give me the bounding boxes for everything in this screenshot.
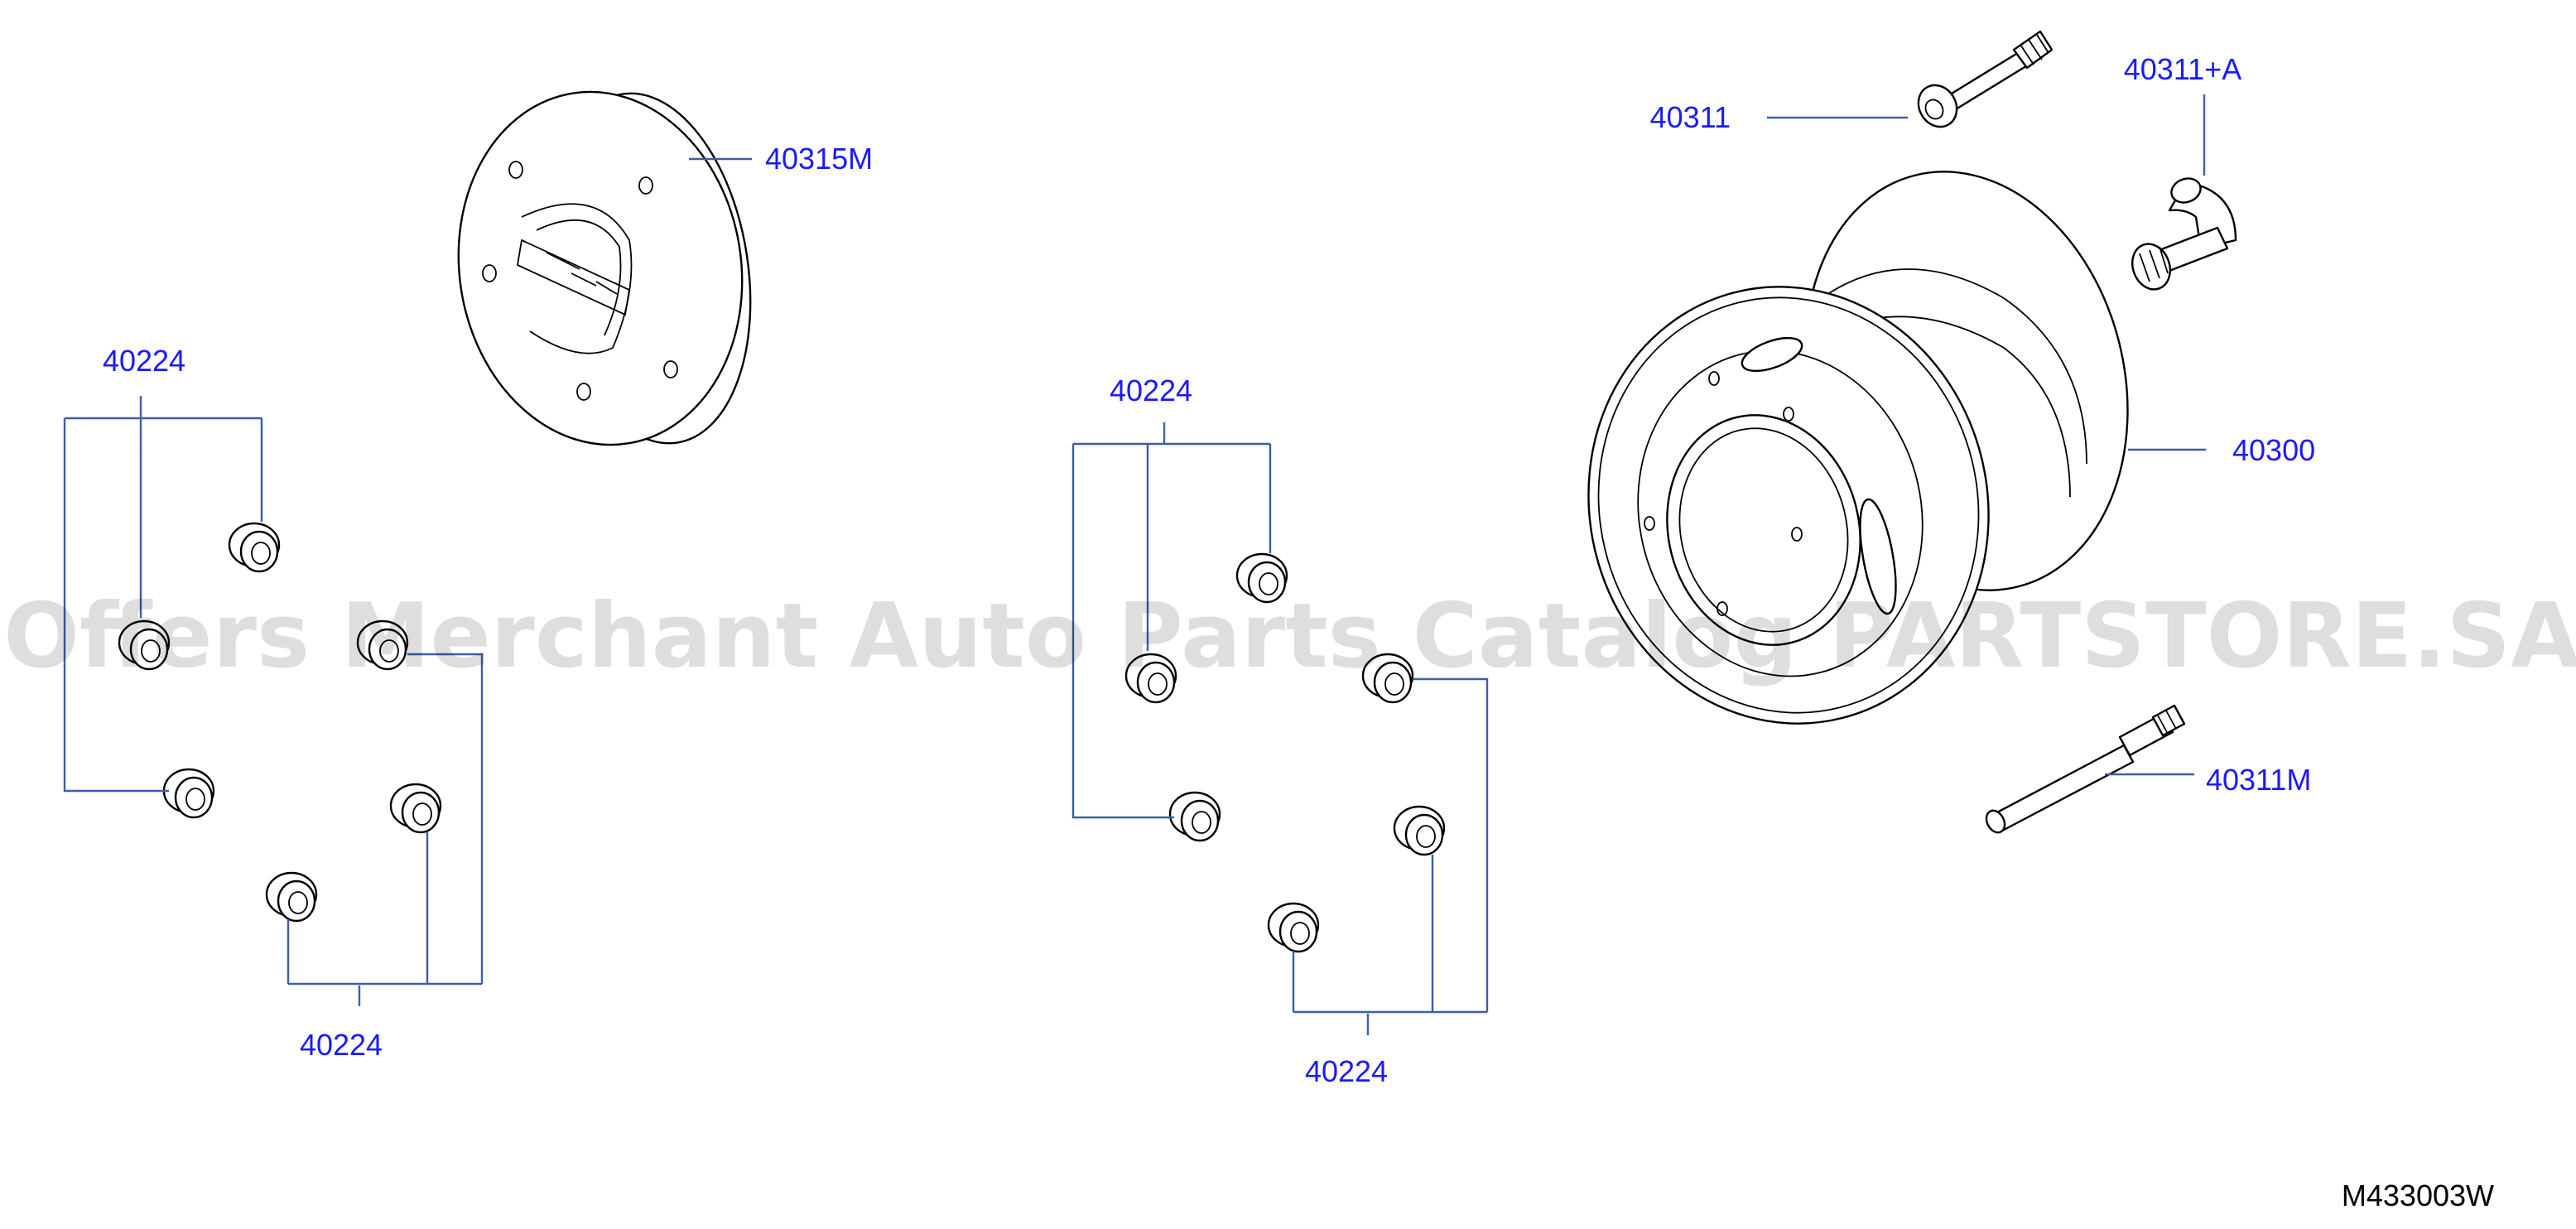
callout-nuts-group-a-top[interactable]: 40224 <box>103 344 185 378</box>
callout-wheel[interactable]: 40300 <box>2232 433 2315 467</box>
callout-hubcap[interactable]: 40315M <box>765 142 873 176</box>
leader-nuts-a-bottom <box>286 653 484 1006</box>
lug-nut <box>118 619 171 671</box>
valve-angled-drawing <box>2131 177 2237 291</box>
callout-valve-angled[interactable]: 40311+A <box>2124 52 2241 86</box>
lug-nut <box>228 522 281 573</box>
lug-nut <box>162 768 215 819</box>
leader-nuts-a-top <box>63 396 263 793</box>
callout-valve-straight[interactable]: 40311 <box>1650 100 1731 134</box>
leader-lines <box>63 94 2206 1035</box>
callout-valve-extension[interactable]: 40311M <box>2206 763 2311 797</box>
callout-nuts-group-b-top[interactable]: 40224 <box>1110 374 1192 407</box>
lug-nut <box>389 783 442 834</box>
drawing-code: M433003W <box>2342 1178 2494 1212</box>
lug-nuts-drawing <box>118 522 1446 953</box>
leader-nuts-b-bottom <box>1292 677 1489 1035</box>
hubcap-drawing <box>457 90 752 446</box>
lug-nut <box>1361 653 1414 704</box>
wheel-drawing <box>1587 171 2129 725</box>
lug-nut <box>1393 805 1446 856</box>
callout-nuts-group-b-bottom[interactable]: 40224 <box>1305 1054 1388 1088</box>
leader-nuts-b-top <box>1071 422 1272 819</box>
lug-nut <box>1124 653 1177 704</box>
lug-nut <box>265 871 318 923</box>
lug-nut <box>1235 552 1288 604</box>
lug-nut <box>1168 791 1221 842</box>
watermark: Offers Merchant Auto Parts Catalog PARTS… <box>3 585 2576 688</box>
valve-straight-drawing <box>1917 30 2054 128</box>
lug-nut <box>356 619 409 671</box>
lug-nut <box>1267 902 1320 953</box>
valve-extension-drawing <box>1985 704 2186 834</box>
callout-nuts-group-a-bottom[interactable]: 40224 <box>300 1028 383 1062</box>
